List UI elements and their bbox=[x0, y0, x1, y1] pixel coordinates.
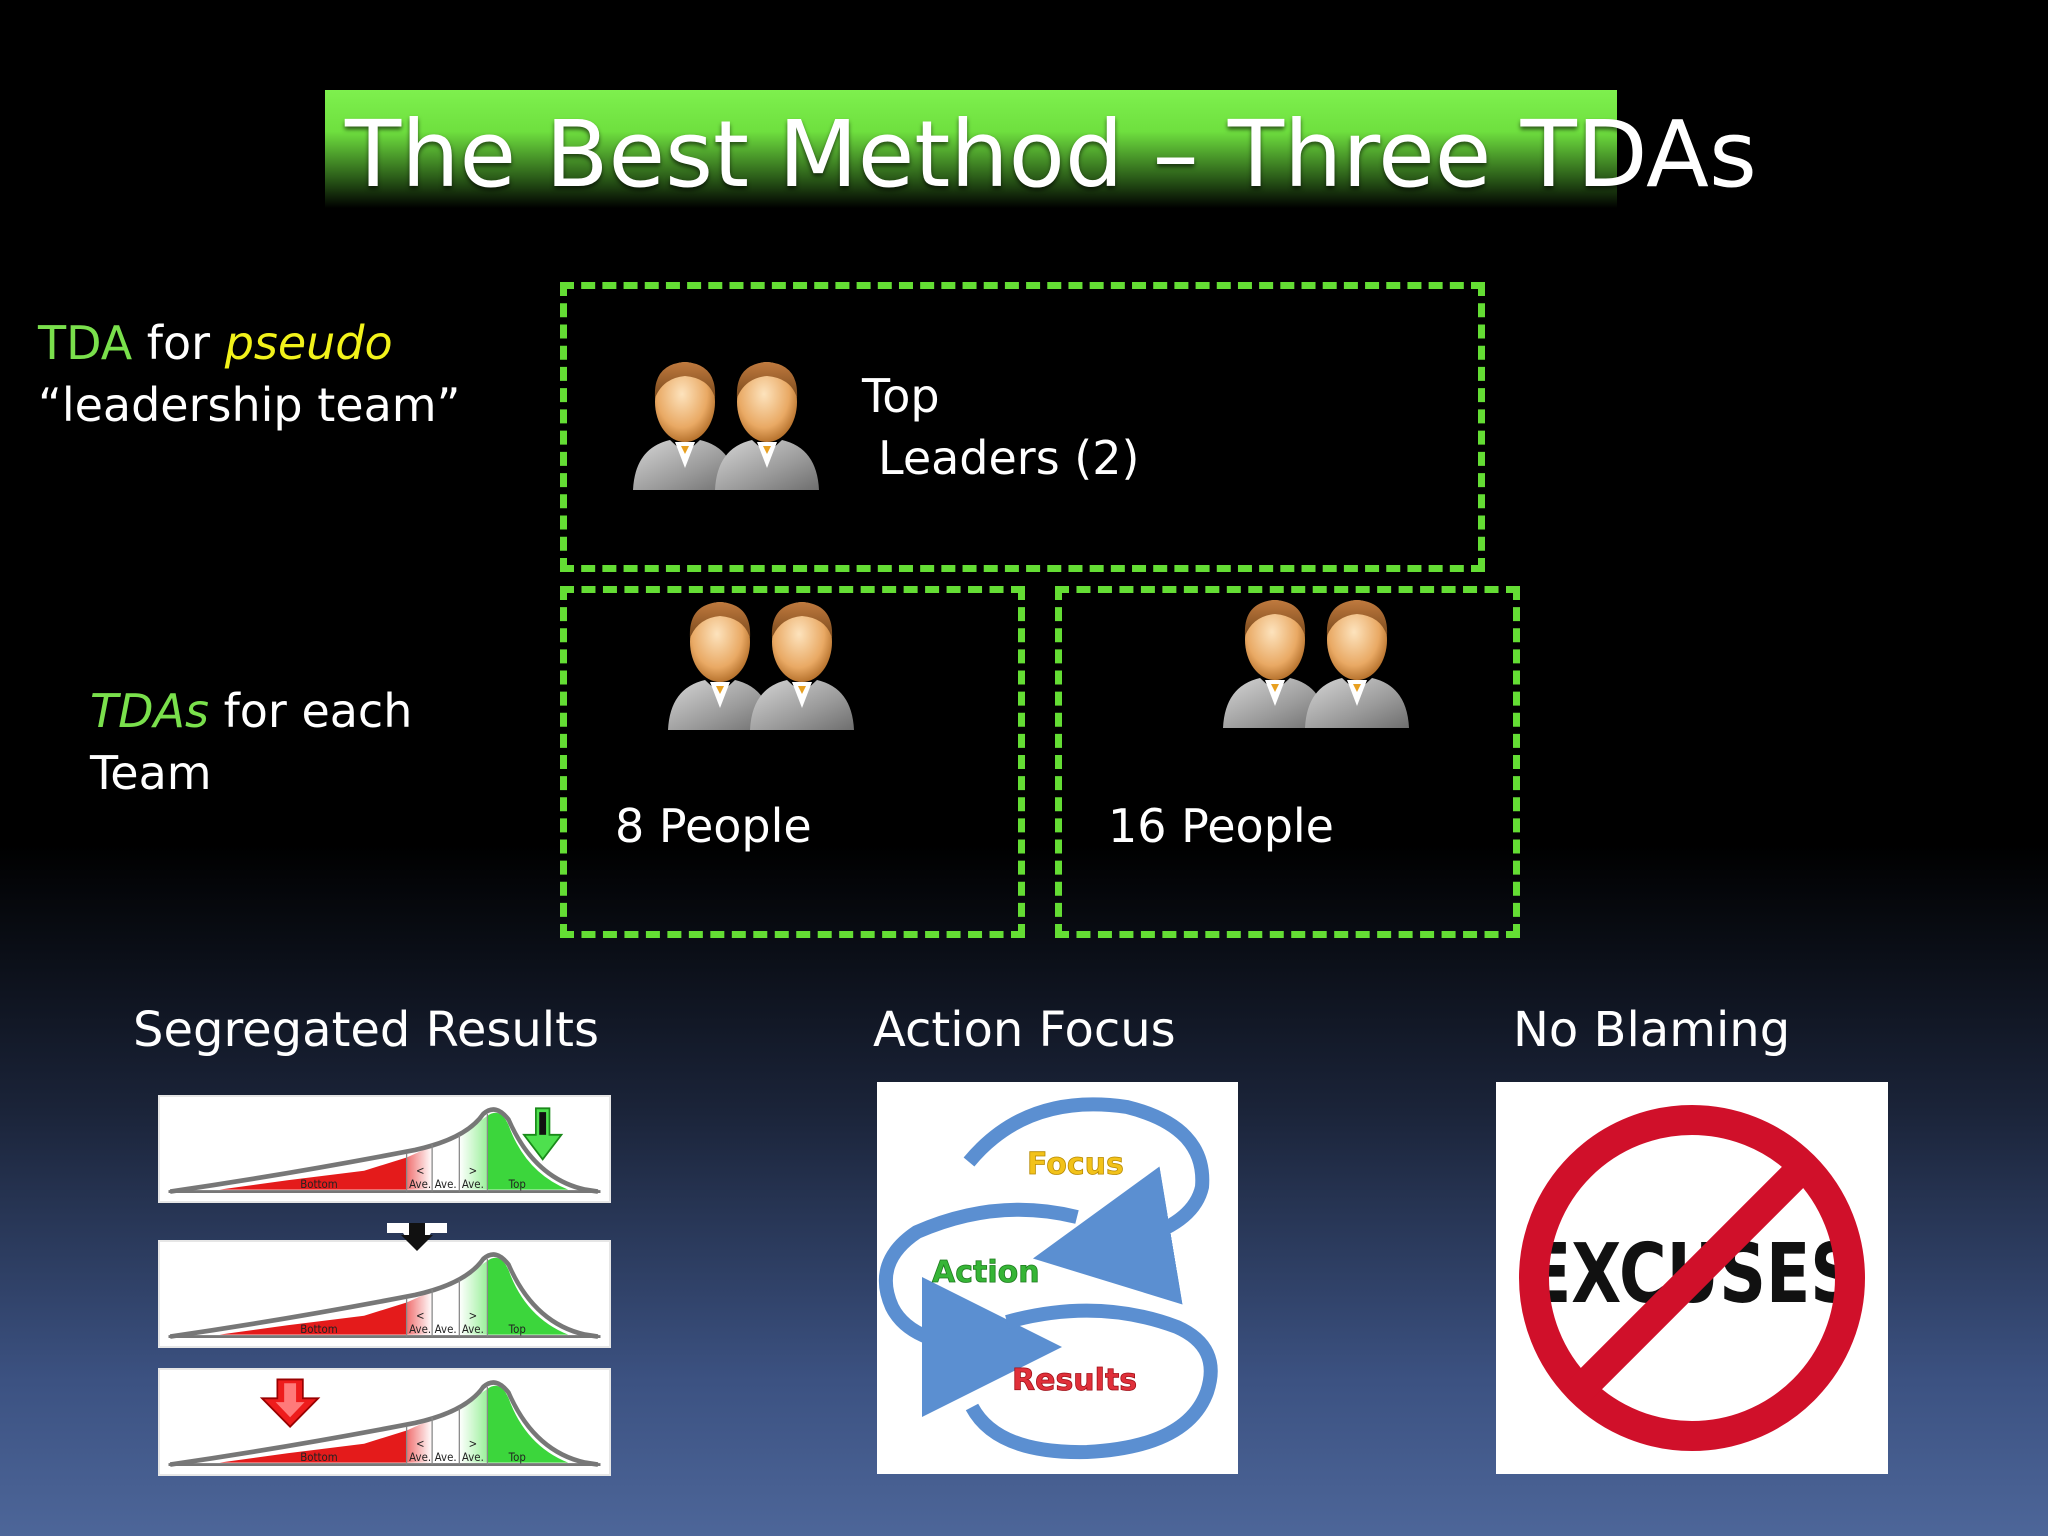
svg-text:<: < bbox=[416, 1164, 425, 1178]
svg-text:Bottom: Bottom bbox=[300, 1322, 337, 1336]
distribution-curve-1: Bottom < Ave. Ave. > Ave. Top bbox=[160, 1097, 609, 1201]
curve-panel-1: Bottom < Ave. Ave. > Ave. Top bbox=[158, 1095, 611, 1203]
distribution-curve-2: Bottom < Ave. Ave. > Ave. Top bbox=[160, 1242, 609, 1346]
results-word: Results bbox=[1012, 1363, 1137, 1398]
svg-text:Ave.: Ave. bbox=[409, 1450, 431, 1464]
svg-text:Ave.: Ave. bbox=[435, 1177, 457, 1191]
svg-text:>: > bbox=[469, 1309, 478, 1323]
segregated-results-heading: Segregated Results bbox=[133, 1002, 599, 1058]
leadership-team-label: “leadership team” bbox=[38, 378, 461, 432]
focus-word: Focus bbox=[1027, 1147, 1124, 1182]
cycle-diagram: Focus Action Results bbox=[878, 1097, 1218, 1460]
top-arc-arrow bbox=[963, 1097, 1210, 1305]
top-leaders-box bbox=[560, 282, 1485, 572]
two-people-icon-top bbox=[633, 362, 819, 490]
curve-panel-2: Bottom < Ave. Ave. > Ave. Top bbox=[158, 1240, 611, 1348]
leadership-tda-label: TDA for pseudo bbox=[38, 312, 393, 374]
svg-text:>: > bbox=[469, 1164, 478, 1178]
svg-text:Top: Top bbox=[508, 1177, 526, 1191]
svg-text:Bottom: Bottom bbox=[300, 1177, 337, 1191]
no-blaming-image: EXCUSES bbox=[1496, 1082, 1888, 1474]
no-excuses-icon: EXCUSES bbox=[1519, 1105, 1865, 1451]
svg-text:Ave.: Ave. bbox=[435, 1322, 457, 1336]
top-label: Top bbox=[862, 369, 940, 423]
team-16-label: 16 People bbox=[1108, 799, 1334, 853]
for-word: for bbox=[132, 316, 225, 370]
green-down-arrow bbox=[522, 1107, 564, 1161]
curve-panel-3: Bottom < Ave. Ave. > Ave. Top bbox=[158, 1368, 611, 1476]
black-down-arrow bbox=[387, 1223, 447, 1253]
svg-text:Top: Top bbox=[508, 1450, 526, 1464]
bottom-arc-arrow bbox=[965, 1303, 1218, 1460]
pseudo-word: pseudo bbox=[224, 316, 393, 370]
team-16-box bbox=[1055, 586, 1520, 938]
leaders-label: Leaders (2) bbox=[878, 431, 1140, 485]
distribution-curve-3: Bottom < Ave. Ave. > Ave. Top bbox=[160, 1378, 609, 1474]
svg-text:<: < bbox=[416, 1437, 425, 1451]
svg-text:Ave.: Ave. bbox=[462, 1177, 484, 1191]
svg-text:Ave.: Ave. bbox=[462, 1322, 484, 1336]
team-8-label: 8 People bbox=[615, 799, 812, 853]
for-each-word: for each bbox=[208, 684, 413, 738]
slide-title: The Best Method – Three TDAs bbox=[345, 101, 1757, 208]
tda-word: TDA bbox=[38, 316, 133, 370]
middle-arc-arrow bbox=[878, 1202, 1079, 1417]
svg-text:Bottom: Bottom bbox=[300, 1450, 337, 1464]
tdas-word: TDAs bbox=[90, 684, 209, 738]
action-focus-image: Focus Action Results bbox=[877, 1082, 1238, 1474]
action-word: Action bbox=[932, 1255, 1040, 1290]
action-focus-heading: Action Focus bbox=[873, 1002, 1176, 1058]
svg-text:Ave.: Ave. bbox=[409, 1322, 431, 1336]
svg-text:Ave.: Ave. bbox=[435, 1450, 457, 1464]
svg-text:Top: Top bbox=[508, 1322, 526, 1336]
svg-text:<: < bbox=[416, 1309, 425, 1323]
svg-text:Ave.: Ave. bbox=[462, 1450, 484, 1464]
two-people-icon-team-8 bbox=[668, 602, 854, 730]
team-8-box bbox=[560, 586, 1025, 938]
title-bar bbox=[325, 90, 1617, 208]
red-down-arrow bbox=[259, 1378, 321, 1429]
svg-text:Ave.: Ave. bbox=[409, 1177, 431, 1191]
team-label: Team bbox=[90, 746, 212, 800]
svg-text:>: > bbox=[469, 1437, 478, 1451]
two-people-icon-team-16 bbox=[1223, 600, 1409, 728]
no-blaming-heading: No Blaming bbox=[1513, 1002, 1791, 1058]
team-tdas-label: TDAs for each bbox=[90, 680, 412, 742]
